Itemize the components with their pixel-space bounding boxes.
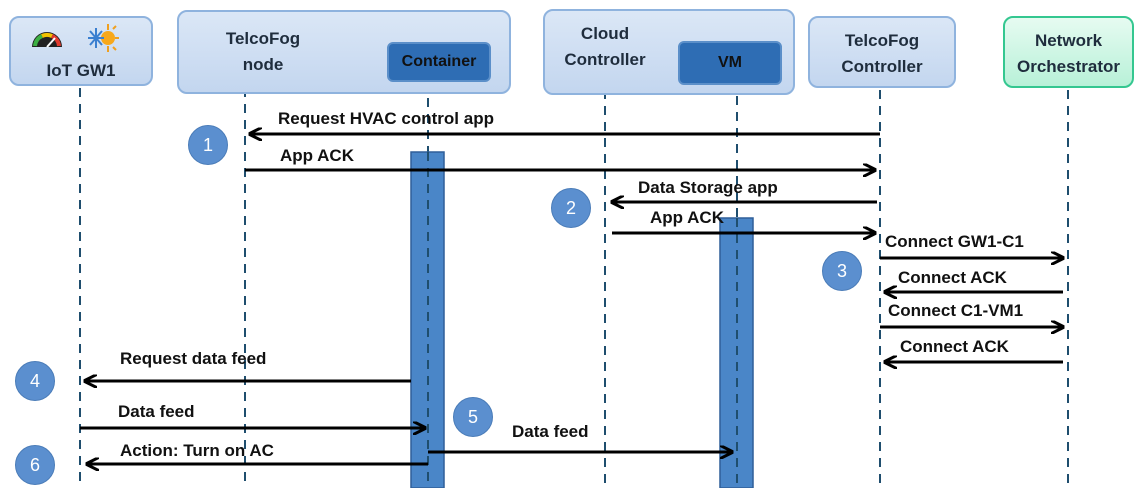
participant-cloud-controller: Cloud Controller VM (543, 9, 795, 95)
msg-data-feed-2: Data feed (512, 422, 589, 441)
weather-sun-snow-icon (87, 22, 119, 54)
step-3-badge: 3 (822, 251, 862, 291)
msg-app-ack-2: App ACK (650, 208, 724, 227)
telcofog-node-label-line2: node (242, 55, 284, 74)
msg-request-data-feed: Request data feed (120, 349, 267, 368)
participant-iot-gw1: IoT GW1 (9, 16, 153, 86)
iot-gw1-label: IoT GW1 (46, 61, 116, 80)
step-5-badge: 5 (453, 397, 493, 437)
network-orchestrator-label-line1: Network (1034, 31, 1103, 50)
vm-box: VM (678, 41, 782, 85)
participant-telcofog-node: TelcoFog node Container (177, 10, 511, 94)
gauge-icon (29, 26, 65, 50)
telcofog-controller-label-line1: TelcoFog (844, 31, 920, 50)
participant-network-orchestrator: Network Orchestrator (1003, 16, 1134, 88)
msg-connect-gw1-c1: Connect GW1-C1 (885, 232, 1024, 251)
msg-data-feed-1: Data feed (118, 402, 195, 421)
msg-data-storage-app: Data Storage app (638, 178, 778, 197)
msg-connect-ack-2: Connect ACK (900, 337, 1009, 356)
msg-app-ack-1: App ACK (280, 146, 354, 165)
msg-request-hvac: Request HVAC control app (278, 109, 494, 128)
msg-action-turn-on-ac: Action: Turn on AC (120, 441, 274, 460)
cloud-controller-label-line1: Cloud (580, 24, 630, 43)
participant-telcofog-controller: TelcoFog Controller (808, 16, 956, 88)
cloud-controller-label-line2: Controller (564, 50, 646, 69)
step-6-badge: 6 (15, 445, 55, 485)
step-1-badge: 1 (188, 125, 228, 165)
telcofog-node-label-line1: TelcoFog (225, 29, 301, 48)
container-box: Container (387, 42, 491, 82)
step-2-badge: 2 (551, 188, 591, 228)
network-orchestrator-label-line2: Orchestrator (1017, 57, 1120, 76)
msg-connect-ack-1: Connect ACK (898, 268, 1007, 287)
msg-connect-c1-vm1: Connect C1-VM1 (888, 301, 1024, 320)
step-4-badge: 4 (15, 361, 55, 401)
telcofog-controller-label-line2: Controller (841, 57, 923, 76)
